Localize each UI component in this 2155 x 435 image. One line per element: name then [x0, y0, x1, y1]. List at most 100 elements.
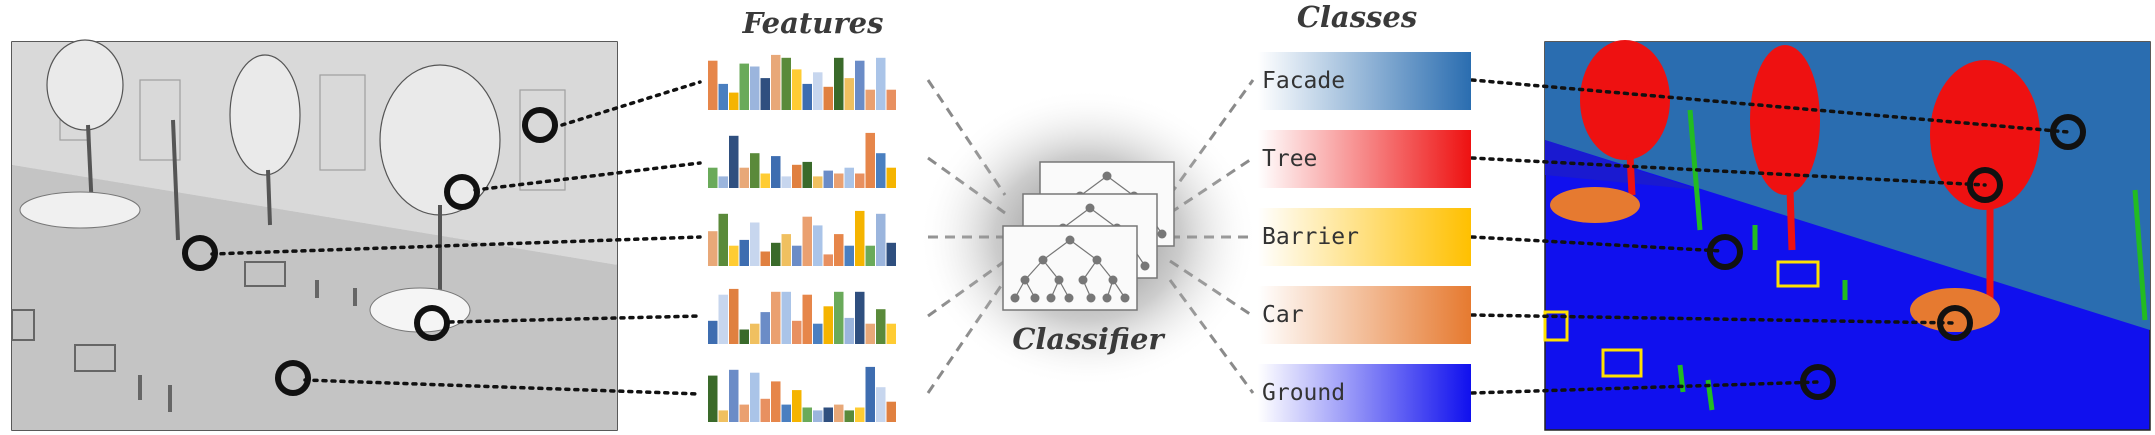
feature-bar [813, 176, 823, 188]
feature-bar [823, 254, 833, 266]
feature-bar [886, 242, 896, 266]
feature-histogram-5 [708, 366, 896, 422]
feature-bar [771, 54, 781, 110]
feature-bar [813, 323, 823, 344]
feature-histogram-1 [708, 54, 896, 110]
feature-bar [823, 86, 833, 110]
feature-bar [792, 245, 802, 266]
classes-title: Classes [1297, 0, 1417, 34]
feature-bar [886, 89, 896, 110]
feature-bar [718, 294, 728, 344]
marker-facade-left [522, 107, 558, 143]
feature-bar [718, 410, 728, 422]
feature-bar [802, 407, 812, 422]
feature-bar [876, 57, 886, 110]
feature-bar [771, 381, 781, 422]
feature-bar [792, 69, 802, 110]
connector-lines [210, 78, 2070, 396]
feature-bar [771, 156, 781, 188]
classifier-title: Classifier [1012, 322, 1166, 356]
feature-histograms [708, 54, 896, 422]
class-ground: Ground [1258, 364, 1471, 422]
connector-left-2 [473, 161, 702, 192]
marker-car-right [1937, 305, 1973, 341]
connector-right-4 [1470, 313, 1957, 325]
sample-point-markers [182, 107, 2086, 400]
feature-bar [760, 398, 770, 422]
features-title: Features [742, 6, 884, 40]
connector-right-3 [1470, 235, 1724, 253]
feature-bar [813, 225, 823, 266]
feature-bar [886, 167, 896, 188]
connector-right-5 [1470, 380, 1820, 395]
marker-facade-right [2050, 114, 2086, 150]
feature-bar [781, 176, 791, 188]
connector-left-1 [560, 80, 702, 127]
class-tree: Tree [1258, 130, 1471, 188]
feature-histogram-2 [708, 132, 896, 188]
feature-bar [823, 306, 833, 344]
feature-bar [802, 83, 812, 110]
marker-barrier-right [1707, 234, 1743, 270]
feature-bar [760, 173, 770, 188]
feature-bar [739, 239, 749, 266]
connector-right-1 [1470, 78, 2070, 134]
marker-ground-right [1800, 364, 1836, 400]
feature-bar [750, 323, 760, 344]
feature-bar [855, 210, 865, 266]
feature-bar [855, 60, 865, 110]
feature-bar [718, 176, 728, 188]
feature-bar [802, 161, 812, 188]
feature-bar [865, 89, 875, 110]
feature-bar [823, 407, 833, 422]
feature-bar [718, 83, 728, 110]
feature-histogram-4 [708, 288, 896, 344]
feature-bar [781, 291, 791, 344]
feature-bar [792, 320, 802, 344]
feature-bar [844, 410, 854, 422]
marker-car-left [414, 305, 450, 341]
class-barrier: Barrier [1258, 208, 1471, 266]
feature-bar [844, 78, 854, 110]
feature-bar [855, 291, 865, 344]
marker-ground-left [275, 360, 311, 396]
feature-bar [760, 78, 770, 110]
class-label-barrier: Barrier [1262, 224, 1359, 250]
feature-bar [729, 245, 739, 266]
feature-bar [865, 366, 875, 422]
feature-bar [708, 375, 718, 422]
classifier: Classifier [918, 88, 1258, 388]
feature-bar [729, 369, 739, 422]
feature-bar [729, 288, 739, 344]
feature-bar [781, 404, 791, 422]
feature-bar [834, 404, 844, 422]
feature-bar [834, 291, 844, 344]
decision-tree-card [1002, 225, 1138, 311]
feature-bar [750, 372, 760, 422]
feature-bar [781, 234, 791, 266]
connector-left-4 [448, 314, 702, 324]
connector-left-3 [210, 235, 702, 256]
feature-bar [792, 390, 802, 422]
feature-bar [718, 213, 728, 266]
feature-bar [834, 234, 844, 266]
marker-tree-left [444, 174, 480, 210]
class-label-ground: Ground [1262, 380, 1345, 406]
feature-bar [750, 153, 760, 188]
feature-bar [813, 72, 823, 110]
feature-bar [781, 57, 791, 110]
feature-bar [802, 294, 812, 344]
classified-point-cloud [1543, 40, 2151, 431]
class-list: Facade Tree Barrier Car Ground [1258, 52, 1471, 422]
input-point-cloud [11, 39, 618, 431]
feature-bar [855, 407, 865, 422]
feature-bar [886, 323, 896, 344]
feature-bar [876, 213, 886, 266]
feature-bar [876, 309, 886, 344]
feature-bar [844, 245, 854, 266]
feature-bar [760, 251, 770, 266]
feature-bar [865, 323, 875, 344]
feature-bar [771, 242, 781, 266]
class-facade: Facade [1258, 52, 1471, 110]
